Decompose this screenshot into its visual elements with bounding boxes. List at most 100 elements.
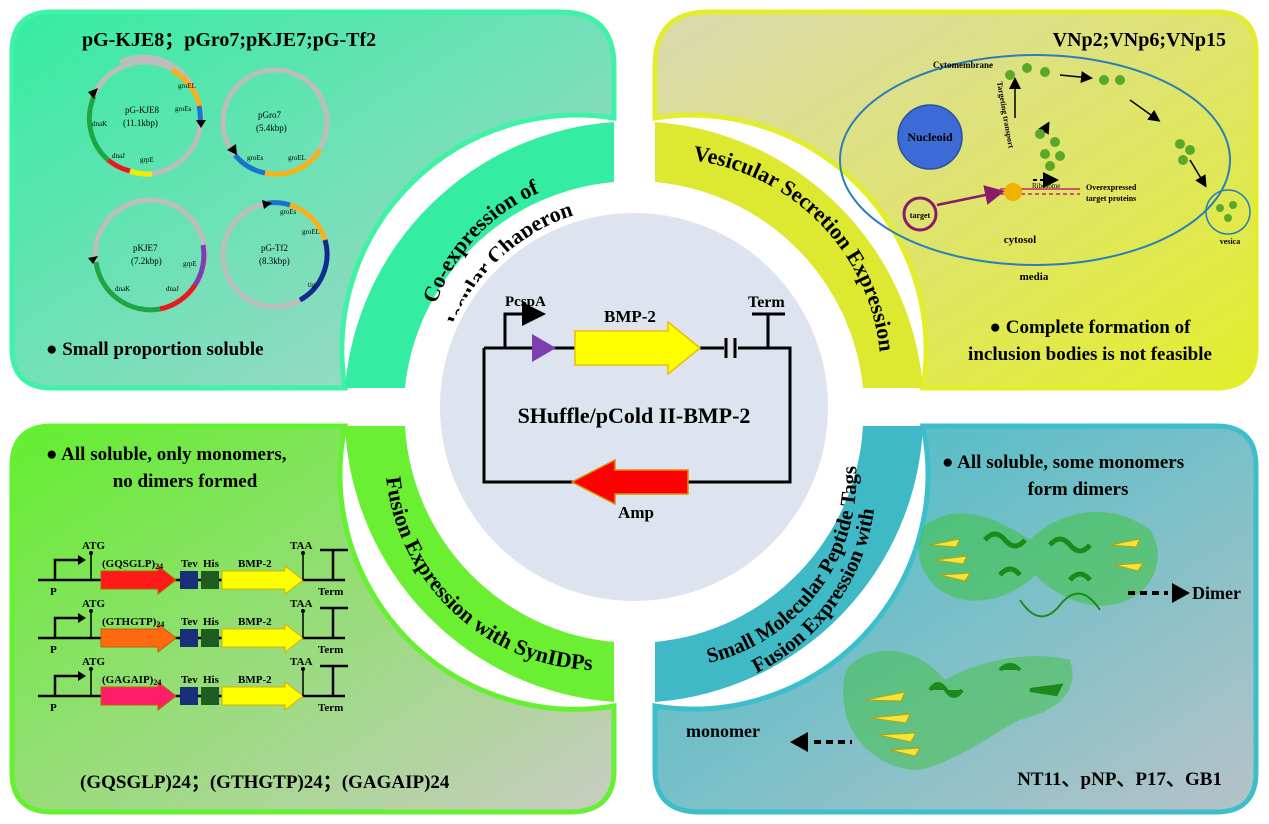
dimer-structure xyxy=(918,511,1158,618)
center-plasmid xyxy=(434,207,834,607)
bmp2-gene-arrow xyxy=(574,320,702,376)
cytosol-label: cytosol xyxy=(1004,234,1036,246)
amp-resistance-arrow xyxy=(570,458,689,506)
pkje7-gene-2: dnaJ xyxy=(166,285,179,293)
construct-promoter-head xyxy=(78,555,86,565)
construct-tev-box xyxy=(180,687,198,705)
construct-tev-box xyxy=(180,571,198,589)
pg-kje8-gene-2: dnaK xyxy=(92,120,107,128)
cell-diagram xyxy=(839,54,1251,266)
construct-tev-label: Tev xyxy=(181,558,198,570)
monomer-structure xyxy=(843,650,1073,770)
construct-promoter-arrow xyxy=(53,674,78,696)
pg-kje8-gene-4: grpE xyxy=(140,156,154,164)
promoter-label: PcspA xyxy=(505,294,546,310)
construct-atg-dot xyxy=(89,551,93,555)
tr-note-2: inclusion bodies is not feasible xyxy=(968,344,1212,365)
pg-tf2-size: (8.3kbp) xyxy=(259,256,290,266)
pkje7-gene-0: grpE xyxy=(183,260,197,268)
gene-label: BMP-2 xyxy=(604,307,656,326)
target-label: target xyxy=(910,211,931,220)
promoter-triangle xyxy=(532,334,556,362)
terminator-label: Term xyxy=(748,294,785,311)
construct-taa-label: TAA xyxy=(290,540,312,552)
protein-dots xyxy=(1005,63,1237,222)
media-label: media xyxy=(1020,271,1049,283)
pg-tf2-gene-1: groEL xyxy=(302,228,320,236)
construct-atg-label: ATG xyxy=(82,598,105,610)
pg-tf2-gene-2: tig xyxy=(308,281,316,289)
construct-his-box xyxy=(201,687,219,705)
target-gene-circle xyxy=(902,196,938,232)
construct-bmp2-label: BMP-2 xyxy=(238,558,272,570)
vesicle xyxy=(1205,189,1251,235)
bl-note-1: ● All soluble, only monomers, xyxy=(46,444,287,465)
pkje7-size: (7.2kbp) xyxy=(131,256,162,266)
construct-taa-label: TAA xyxy=(290,598,312,610)
construct-p-label: P xyxy=(50,702,57,714)
pgro7-size: (5.4kbp) xyxy=(256,123,287,133)
construct-bmp2-arrow xyxy=(221,622,304,654)
pgro7-name: pGro7 xyxy=(258,110,281,120)
construct-promoter-head xyxy=(78,671,86,681)
construct-synidp-label: (GTHGTP)24 xyxy=(102,616,164,629)
pg-kje8-name: pG-KJE8 xyxy=(125,105,159,115)
pg-kje8-gene-3: dnaJ xyxy=(112,152,125,160)
construct-promoter-head xyxy=(78,613,86,623)
construct-his-label: His xyxy=(203,558,220,570)
construct-synidp-label: (GAGAIP)24 xyxy=(102,674,161,687)
construct-p-label: P xyxy=(50,586,57,598)
construct-p-label: P xyxy=(50,644,57,656)
ribosome xyxy=(1004,183,1022,201)
band-bottom-left xyxy=(345,426,614,702)
construct-term-label: Term xyxy=(318,702,343,714)
vesica-label: vesica xyxy=(1220,237,1240,246)
tr-note-1: ● Complete formation of xyxy=(990,317,1192,338)
pg-tf2-name: pG-Tf2 xyxy=(261,243,288,253)
construct-bmp2-arrow xyxy=(221,564,304,596)
pgro7-gene-0: groEs xyxy=(247,154,264,162)
pg-tf2-gene-0: groEs xyxy=(280,208,297,216)
panel-top-left xyxy=(9,9,617,391)
monomer-arrow xyxy=(790,732,852,752)
construct-bmp2-label: BMP-2 xyxy=(238,674,272,686)
nucleoid-label: Nucleoid xyxy=(907,130,953,144)
construct-atg-dot xyxy=(89,609,93,613)
construct-synidp-arrow xyxy=(100,564,177,596)
overexpressed-label-1: Overexpressed xyxy=(1086,183,1137,192)
panel-bottom-left xyxy=(9,423,617,815)
pgro7-gene-1: groEL xyxy=(288,154,306,162)
band-top-right xyxy=(655,122,923,388)
construct-synidp-label: (GQSGLP)24 xyxy=(102,558,163,571)
plasmid-pkje7 xyxy=(88,197,208,313)
construct-his-box xyxy=(201,629,219,647)
construct-label: SHuffle/pCold II-BMP-2 xyxy=(518,403,751,428)
cytomembrane-label: Cytomembrane xyxy=(933,60,993,70)
construct-tev-label: Tev xyxy=(181,616,198,628)
construct-tev-box xyxy=(180,629,198,647)
pkje7-name: pKJE7 xyxy=(133,243,158,253)
nucleoid xyxy=(897,104,963,170)
construct-promoter-arrow xyxy=(53,616,78,638)
construct-taa-dot xyxy=(301,609,305,613)
pkje7-gene-1: dnaK xyxy=(115,285,130,293)
pg-kje8-gene-0: groEL xyxy=(178,82,196,90)
construct-his-label: His xyxy=(203,674,220,686)
bl-note-2: no dimers formed xyxy=(113,471,258,492)
resistance-label: Amp xyxy=(618,503,654,522)
construct-promoter-arrow xyxy=(53,558,78,580)
tl-title: pG-KJE8；pGro7;pKJE7;pG-Tf2 xyxy=(82,29,376,51)
construct-term-label: Term xyxy=(318,586,343,598)
construct-his-box xyxy=(201,571,219,589)
monomer-label: monomer xyxy=(686,721,760,741)
band-top-left xyxy=(345,122,614,388)
construct-taa-dot xyxy=(301,551,305,555)
overexpressed-label-2: target proteins xyxy=(1086,194,1136,203)
tl-note: ● Small proportion soluble xyxy=(46,339,264,360)
construct-atg-dot xyxy=(89,667,93,671)
plasmid-pg-kje8 xyxy=(86,54,206,177)
pg-kje8-size: (11.1kbp) xyxy=(123,118,158,128)
construct-atg-label: ATG xyxy=(82,656,105,668)
